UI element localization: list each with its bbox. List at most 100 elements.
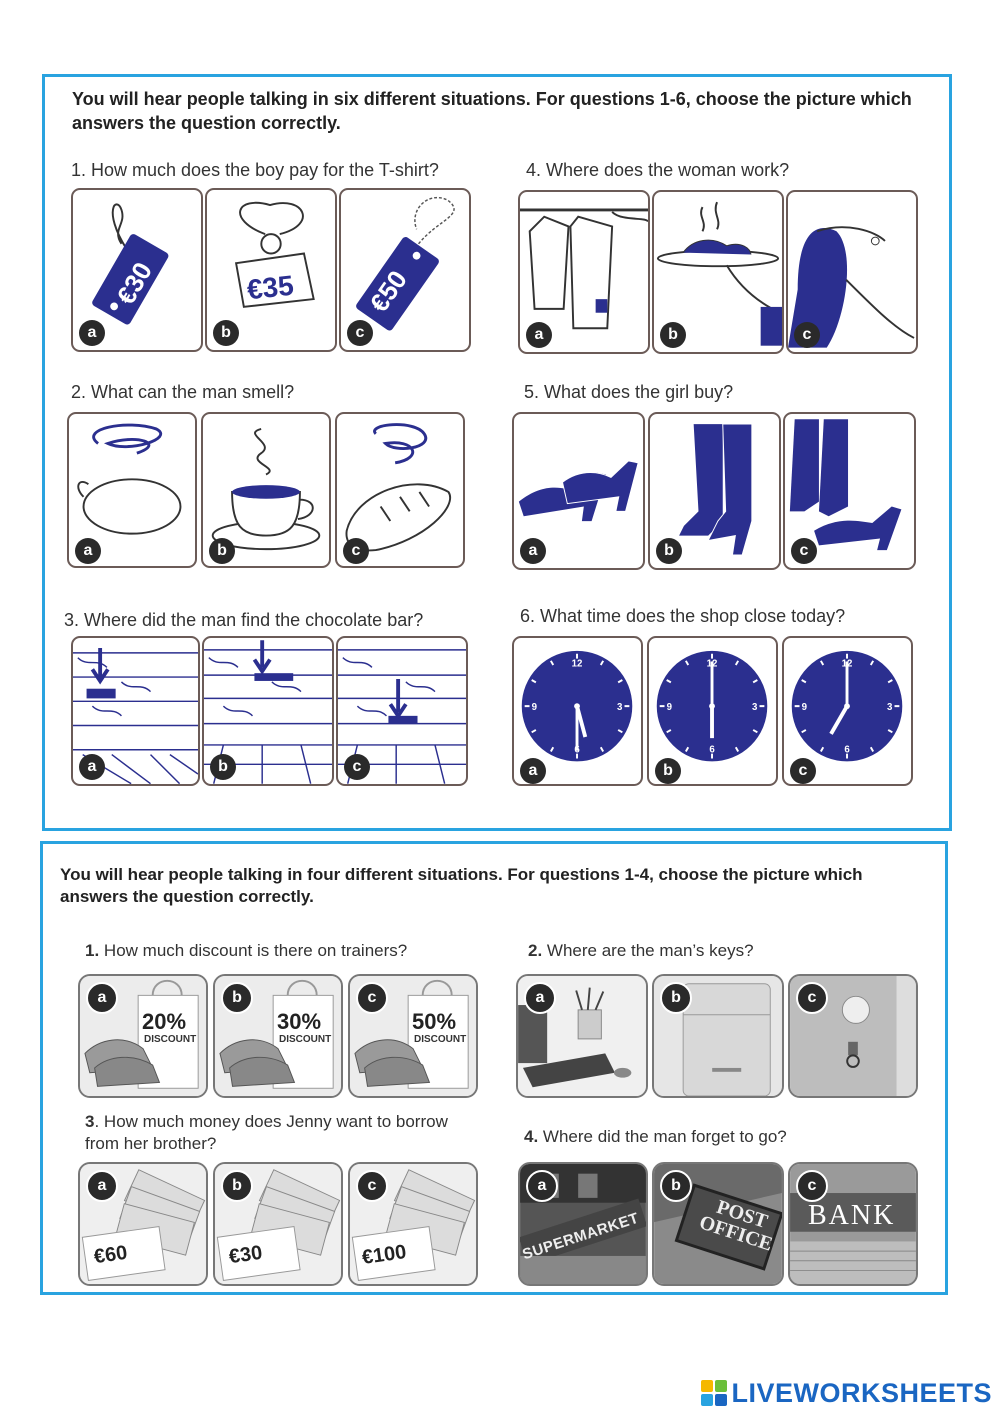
clock-number: 9 <box>802 702 808 713</box>
hour-hand <box>575 705 588 738</box>
clock-tick <box>666 679 672 684</box>
clock-center <box>844 703 850 710</box>
clock-tick <box>666 729 672 734</box>
liveworksheets-logo: LIVEWORKSHEETS <box>701 1378 992 1408</box>
option-2-3-a[interactable]: €60 a <box>78 1162 208 1286</box>
option-1-2-b[interactable]: b <box>201 412 331 568</box>
discount-percent: 30% <box>277 1009 322 1034</box>
clock-number: 12 <box>572 658 583 669</box>
plate-food-icon <box>656 201 782 346</box>
option-1-4-a[interactable]: a <box>518 190 650 354</box>
option-2-2-c[interactable]: c <box>788 974 918 1098</box>
option-1-6-c[interactable]: 12369 c <box>782 636 913 786</box>
clock-number: 6 <box>844 745 850 756</box>
option-1-1-b[interactable]: €35 b <box>205 188 337 352</box>
shop-shelves-icon <box>338 649 466 784</box>
option-2-1-b[interactable]: 30% DISCOUNT b <box>213 974 343 1098</box>
option-1-3-c[interactable]: c <box>336 636 468 786</box>
option-2-1-a[interactable]: 20% DISCOUNT a <box>78 974 208 1098</box>
question-1-2-text: 2. What can the man smell? <box>71 382 295 402</box>
sign-text: BANK <box>808 1200 896 1231</box>
option-1-4-c[interactable]: c <box>786 190 918 354</box>
badge-a: a <box>75 538 101 564</box>
clock-tick <box>617 729 623 734</box>
question-1-5-text: 5. What does the girl buy? <box>524 382 734 402</box>
banknotes-icon <box>350 1164 476 1284</box>
clock-number: 9 <box>667 702 673 713</box>
exercise-1-frame: You will hear people talking in six diff… <box>42 74 952 831</box>
discount-percent: 20% <box>142 1009 187 1034</box>
option-1-3-a[interactable]: a <box>71 636 200 786</box>
badge-b: b <box>660 322 686 348</box>
badge-c: c <box>796 1170 828 1202</box>
option-2-4-c[interactable]: BANK c <box>788 1162 918 1286</box>
question-2-4-text: 4. Where did the man forget to go? <box>524 1127 787 1146</box>
clock-center <box>574 703 580 710</box>
clock-tick <box>734 746 740 752</box>
clock-tick <box>685 660 690 666</box>
option-2-4-b[interactable]: POST OFFICE b <box>652 1162 784 1286</box>
discount-label: DISCOUNT <box>144 1034 197 1045</box>
option-1-4-b[interactable]: b <box>652 190 784 354</box>
option-1-5-c[interactable]: c <box>783 412 916 570</box>
option-1-5-b[interactable]: b <box>648 412 781 570</box>
clock-icon: 12369 <box>654 648 770 764</box>
clock-tick <box>531 679 537 684</box>
badge-a: a <box>526 322 552 348</box>
badge-b: b <box>213 320 239 346</box>
boots-icon <box>679 423 753 556</box>
option-1-2-a[interactable]: a <box>67 412 197 568</box>
option-2-3-c[interactable]: €100 c <box>348 1162 478 1286</box>
badge-a: a <box>520 758 546 784</box>
money-amount: €30 <box>227 1241 264 1269</box>
option-1-6-b[interactable]: 12369 b <box>647 636 778 786</box>
exercise-2-frame: You will hear people talking in four dif… <box>40 841 948 1295</box>
trainers-bag-icon <box>215 976 341 1096</box>
money-amount: €60 <box>92 1241 129 1269</box>
badge-a: a <box>86 982 118 1014</box>
trainers-bag-icon <box>350 976 476 1096</box>
option-1-3-b[interactable]: b <box>202 636 334 786</box>
clock-icon: 12369 <box>789 648 905 764</box>
question-2-2-text: 2. Where are the man’s keys? <box>528 941 754 960</box>
option-2-4-a[interactable]: SUPERMARKET a <box>518 1162 648 1286</box>
question-1-3-text: 3. Where did the man find the chocolate … <box>64 610 424 630</box>
clock-tick <box>550 746 555 752</box>
shop-shelves-icon <box>73 648 198 784</box>
badge-c: c <box>790 758 816 784</box>
question-1-1-text: 1. How much does the boy pay for the T-s… <box>71 160 439 180</box>
badge-b: b <box>221 982 253 1014</box>
discount-label: DISCOUNT <box>279 1034 332 1045</box>
clock-tick <box>734 660 740 666</box>
badge-b: b <box>660 1170 692 1202</box>
question-2-3-text: 3. How much money does Jenny want to bor… <box>85 1112 448 1153</box>
price-tag-icon <box>234 201 315 308</box>
clock-tick <box>599 660 605 666</box>
badge-b: b <box>221 1170 253 1202</box>
clock-tick <box>617 679 623 684</box>
option-1-2-c[interactable]: c <box>335 412 465 568</box>
option-2-3-b[interactable]: €30 b <box>213 1162 343 1286</box>
badge-b: b <box>660 982 692 1014</box>
badge-c: c <box>343 538 369 564</box>
badge-a: a <box>86 1170 118 1202</box>
option-2-2-b[interactable]: b <box>652 974 784 1098</box>
option-1-1-c[interactable]: €50 c <box>339 188 471 352</box>
option-1-6-a[interactable]: 12369 a <box>512 636 643 786</box>
question-1-6-text: 6. What time does the shop close today? <box>520 606 846 626</box>
exercise-1-instructions: You will hear people talking in six diff… <box>72 89 912 133</box>
option-1-5-a[interactable]: a <box>512 412 645 570</box>
boots-and-heels-icon <box>789 419 902 551</box>
badge-a: a <box>524 982 556 1014</box>
badge-b: b <box>209 538 235 564</box>
option-1-1-a[interactable]: €30 a <box>71 188 203 352</box>
option-2-1-c[interactable]: 50% DISCOUNT c <box>348 974 478 1098</box>
clock-tick <box>820 660 825 666</box>
badge-a: a <box>79 320 105 346</box>
clock-tick <box>531 729 537 734</box>
badge-b: b <box>656 538 682 564</box>
clock-number: 9 <box>532 702 538 713</box>
high-heels-icon <box>518 460 639 522</box>
discount-percent: 50% <box>412 1009 457 1034</box>
option-2-2-a[interactable]: a <box>516 974 648 1098</box>
